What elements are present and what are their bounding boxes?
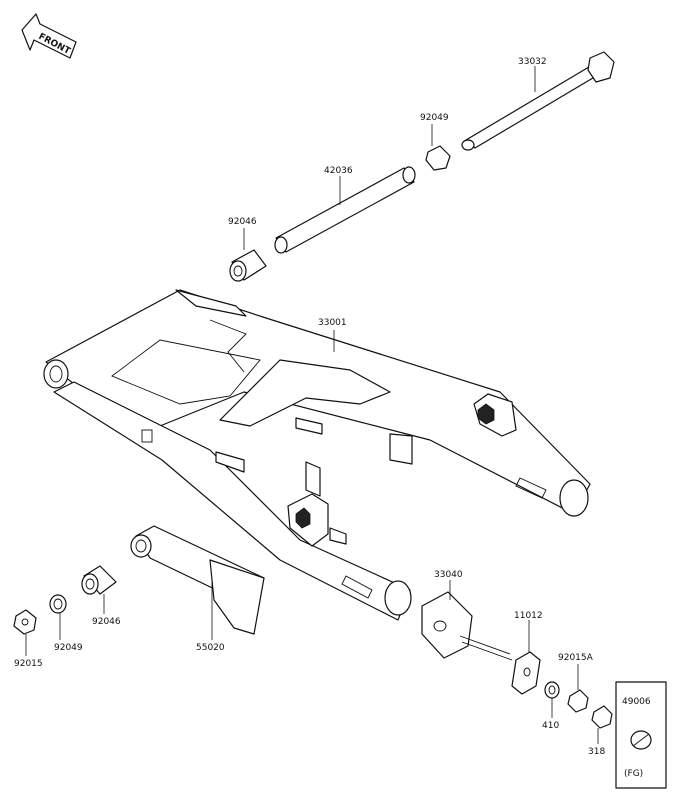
chain-adjuster-33040[interactable] [421,580,513,661]
label-11012: 11012 [514,611,543,621]
label-92049-lower: 92049 [54,643,83,653]
collar-92049-upper[interactable] [425,124,451,171]
label-55020: 55020 [196,643,225,653]
label-33001: 33001 [318,318,347,328]
front-arrow-icon: FRONT [21,13,77,59]
label-92049-upper: 92049 [420,113,449,123]
inset-49006[interactable]: 49006 (FG) [615,681,667,789]
label-318: 318 [588,747,605,757]
label-410: 410 [542,721,559,731]
label-33032: 33032 [518,57,547,67]
collar-92049-lower[interactable] [49,594,67,640]
swingarm-33001[interactable] [43,289,591,621]
label-92015a: 92015A [558,653,594,663]
sleeve-42036[interactable] [274,166,416,254]
inset-part-number: 49006 [622,697,651,707]
inset-code: (FG) [624,769,643,779]
chain-guard-55020[interactable] [130,525,265,640]
label-33040: 33040 [434,570,463,580]
plate-11012[interactable] [511,620,541,695]
label-92046-upper: 92046 [228,217,257,227]
washer-410[interactable] [544,681,560,718]
nut-92015a[interactable] [567,664,589,713]
nut-92015[interactable] [13,609,37,656]
label-92046-lower: 92046 [92,617,121,627]
label-92015: 92015 [14,659,43,669]
nut-318[interactable] [591,705,613,744]
bushing-92046-upper[interactable] [229,228,267,282]
bushing-92046-lower[interactable] [81,565,117,614]
label-42036: 42036 [324,166,353,176]
pivot-shaft-33032[interactable] [461,51,615,151]
